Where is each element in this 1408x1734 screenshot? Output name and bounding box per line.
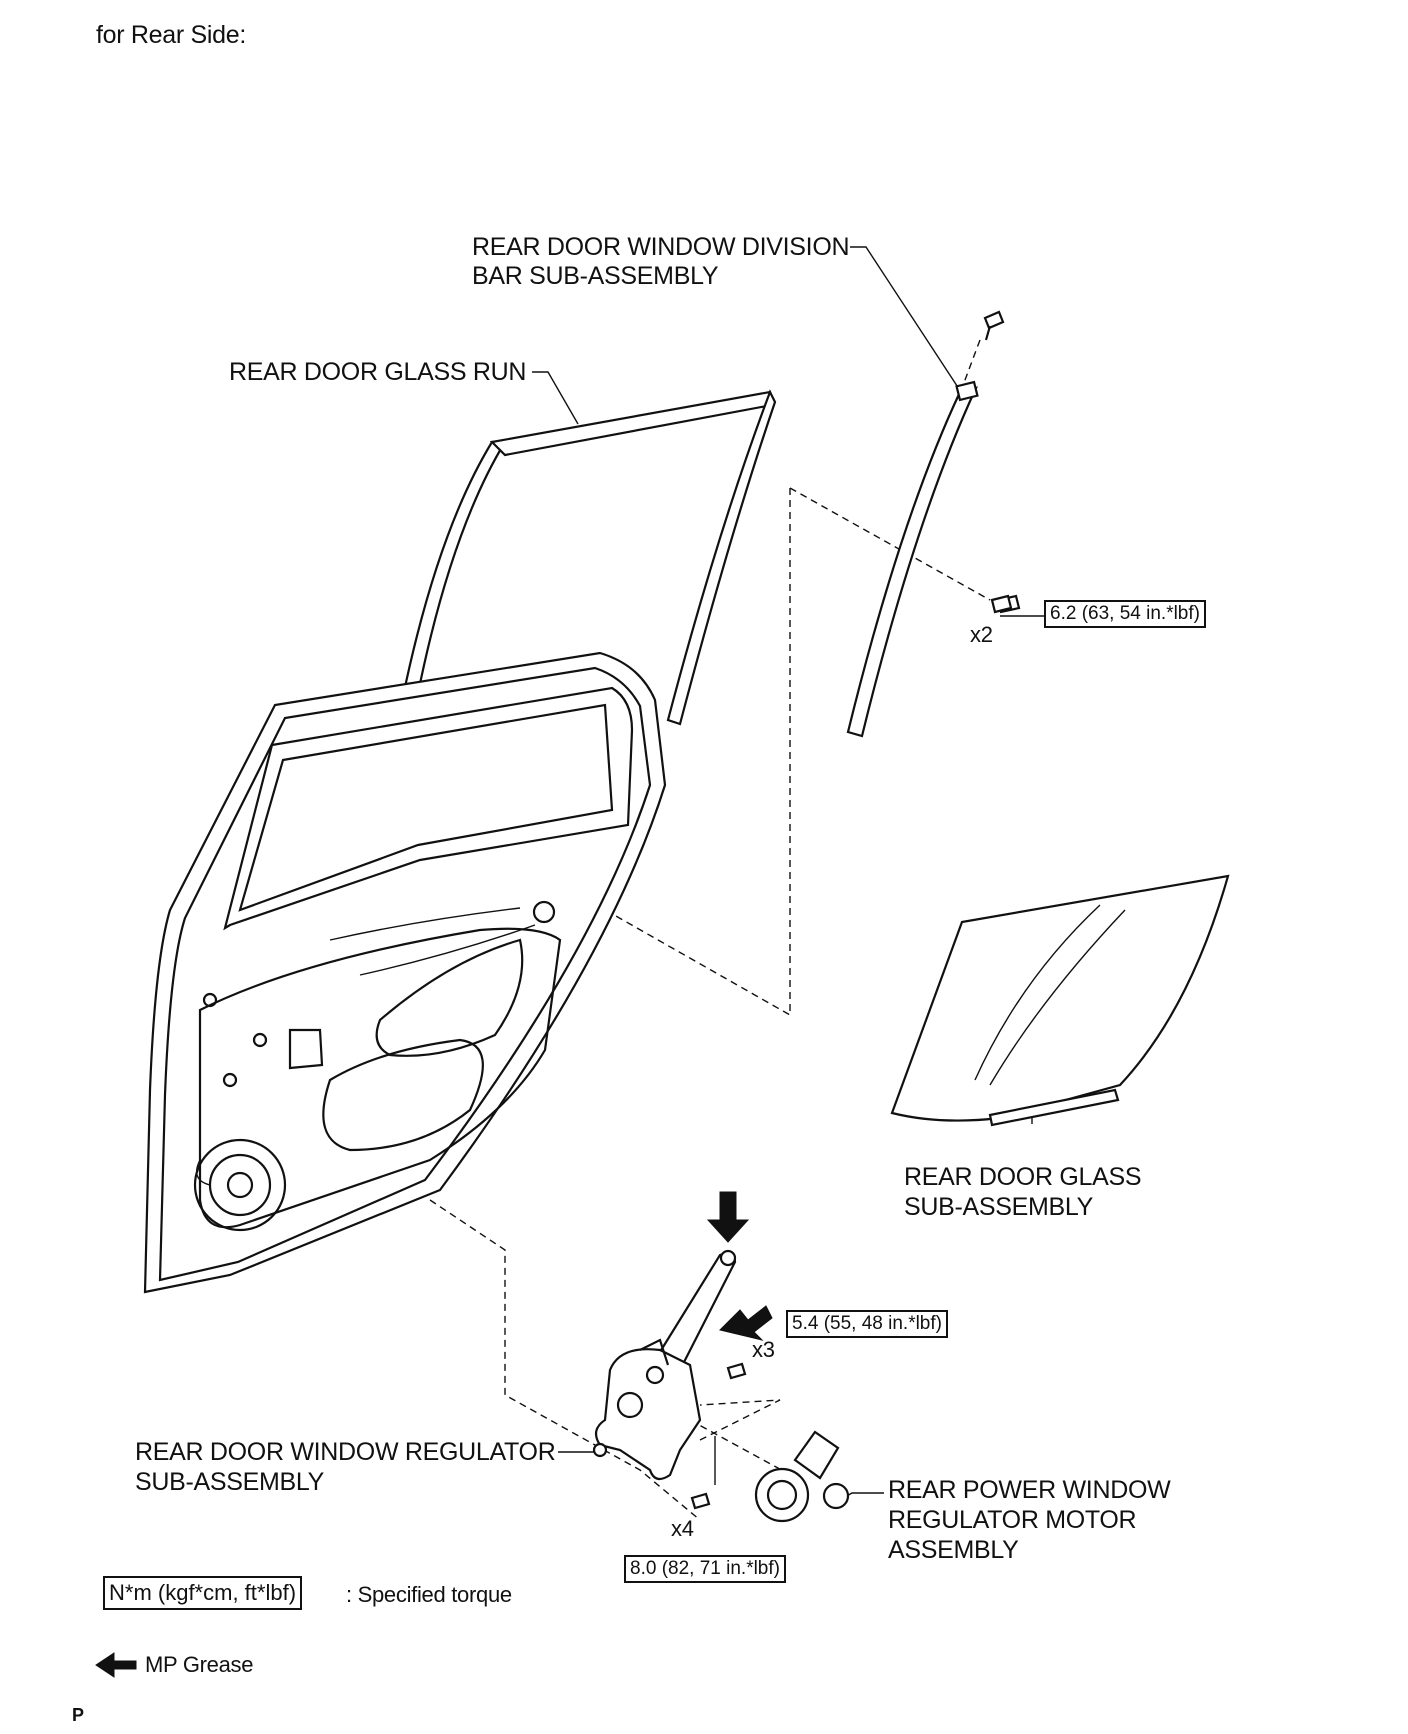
mp-grease-arrows [706, 1191, 773, 1341]
quantity-regulator-bottom: x4 [671, 1516, 694, 1541]
label-glass-line1: REAR DOOR GLASS [904, 1163, 1142, 1191]
torque-regulator-top: 5.4 (55, 48 in.*lbf) [786, 1310, 948, 1338]
label-division-bar-line1: REAR DOOR WINDOW DIVISION [472, 233, 850, 261]
torque-regulator-bottom: 8.0 (82, 71 in.*lbf) [624, 1555, 786, 1583]
label-motor-line1: REAR POWER WINDOW [888, 1476, 1171, 1504]
quantity-regulator-top: x3 [752, 1337, 775, 1362]
rear-door-window-regulator [592, 1249, 737, 1481]
legend-torque-unit: N*m (kgf*cm, ft*lbf) [103, 1576, 303, 1610]
torque-division-bar: 6.2 (63, 54 in.*lbf) [1044, 600, 1206, 628]
label-motor-line2: REGULATOR MOTOR [888, 1506, 1137, 1534]
label-regulator-line2: SUB-ASSEMBLY [135, 1468, 325, 1496]
legend-grease-arrow-icon [95, 1652, 137, 1678]
legend-torque-text: : Specified torque [346, 1582, 512, 1607]
footer-mark: P [72, 1705, 84, 1725]
bolts [690, 594, 1013, 1510]
legend-grease-text: MP Grease [145, 1652, 254, 1677]
label-division-bar-line2: BAR SUB-ASSEMBLY [472, 262, 719, 290]
page-title: for Rear Side: [96, 21, 247, 49]
rear-door-window-division-bar [846, 310, 1021, 738]
label-regulator-line1: REAR DOOR WINDOW REGULATOR [135, 1438, 556, 1466]
quantity-division-bar: x2 [970, 622, 993, 647]
rear-door-panel [143, 651, 667, 1294]
rear-door-glass [890, 874, 1230, 1127]
label-glass-line2: SUB-ASSEMBLY [904, 1193, 1094, 1221]
label-glass-run: REAR DOOR GLASS RUN [229, 358, 527, 386]
label-motor-line3: ASSEMBLY [888, 1536, 1019, 1564]
assembly-dashed-lines [429, 339, 991, 1521]
rear-power-window-regulator-motor [754, 1430, 850, 1523]
